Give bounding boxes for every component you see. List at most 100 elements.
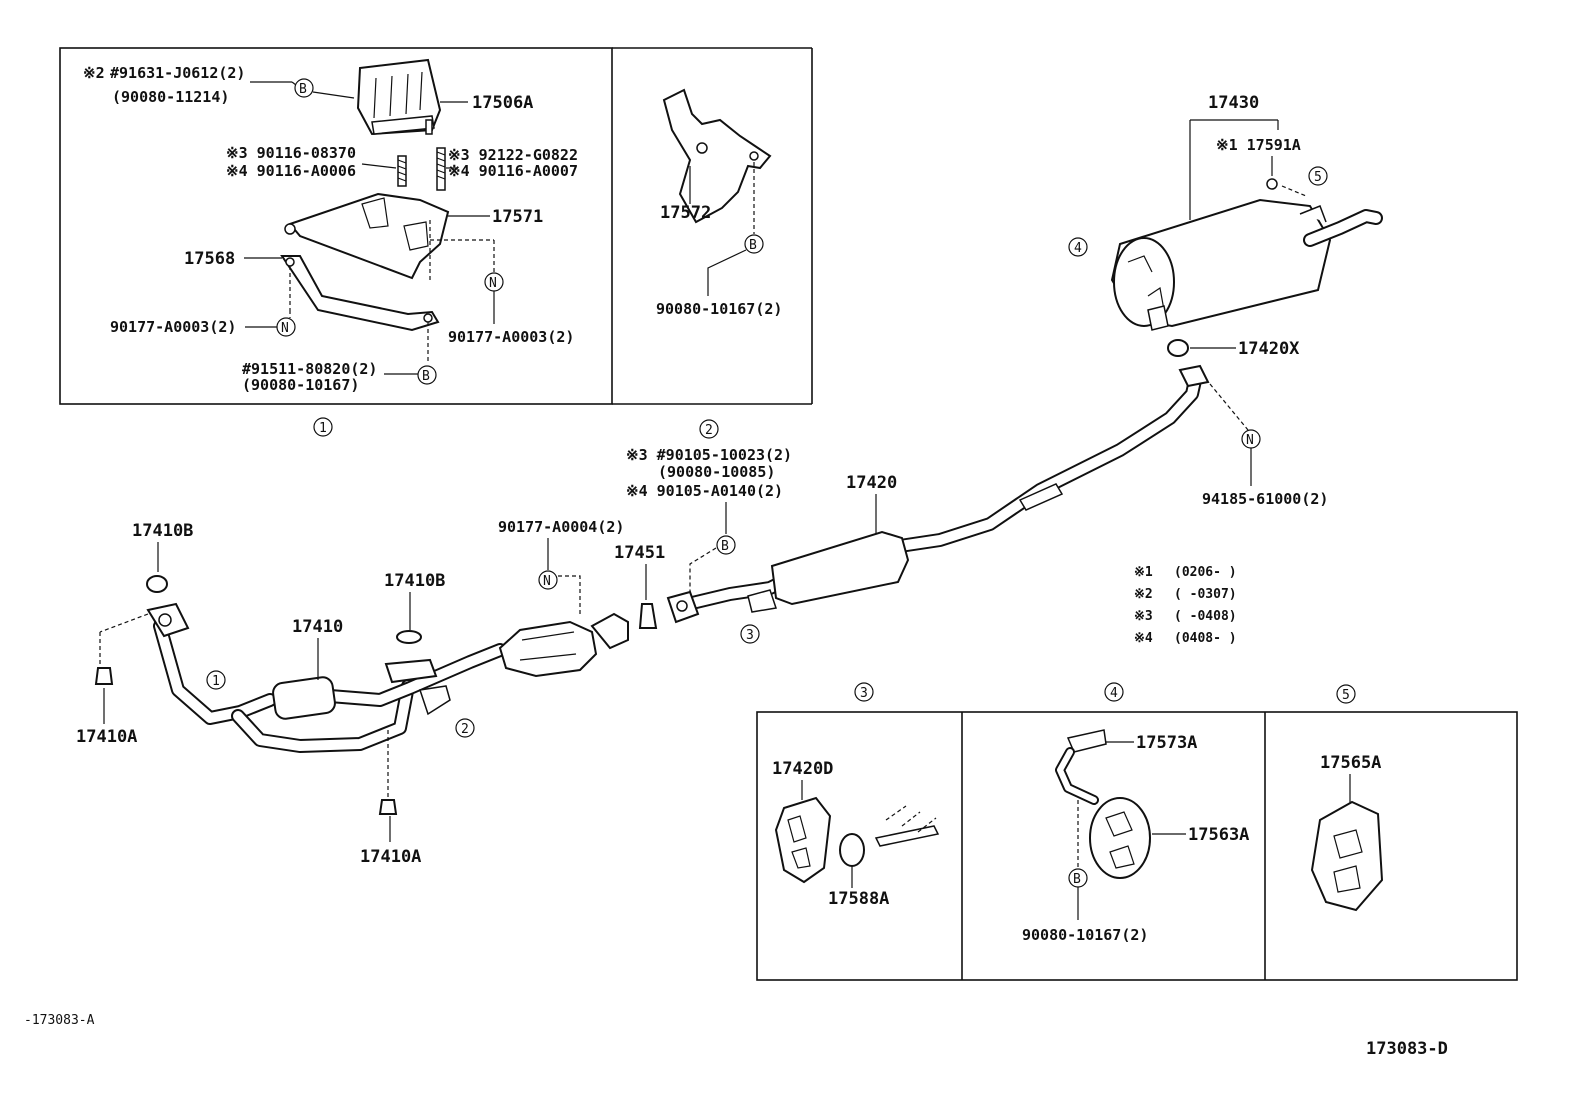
label-17430[interactable]: 17430 (1208, 93, 1259, 113)
marker-b: B (1068, 868, 1088, 888)
label-90080-10085[interactable]: (90080-10085) (658, 463, 775, 481)
label-17506a[interactable]: 17506A (472, 93, 533, 113)
callout-4: 4 (1104, 682, 1124, 702)
label-17573a[interactable]: 17573A (1136, 733, 1197, 753)
marker-n: N (538, 570, 558, 590)
label-90177-a0003-left[interactable]: 90177-A0003(2) (110, 318, 236, 336)
label-90105-10023[interactable]: ※3 #90105-10023(2) (626, 446, 792, 464)
svg-text:4: 4 (1074, 241, 1082, 256)
inset-boxes-3-4-5 (756, 711, 1518, 981)
label-17420d[interactable]: 17420D (772, 759, 833, 779)
svg-text:1: 1 (212, 674, 220, 689)
callout-2: 2 (699, 419, 719, 439)
hanger-rod-box3[interactable] (874, 805, 940, 847)
label-17571[interactable]: 17571 (492, 207, 543, 227)
label-17410a-bottom[interactable]: 17410A (360, 847, 421, 867)
gasket-17410b-mid[interactable] (396, 630, 422, 644)
date-notes: ※1 (0206- ) ※2 ( -0307) ※3 ( -0408) ※4 (… (1134, 565, 1237, 646)
grommet-17591a[interactable] (1266, 178, 1278, 190)
label-17565a[interactable]: 17565A (1320, 753, 1381, 773)
tailpipe-muffler-17430[interactable] (1110, 198, 1383, 331)
label-90177-a0003-right[interactable]: 90177-A0003(2) (448, 328, 574, 346)
svg-text:N: N (543, 574, 551, 589)
svg-text:2: 2 (705, 423, 713, 438)
heat-insulator-17506a[interactable] (356, 58, 442, 136)
stud-bolts[interactable] (397, 119, 446, 191)
label-90080-11214[interactable]: (90080-11214) (112, 88, 229, 106)
label-17410b-mid[interactable]: 17410B (384, 571, 445, 591)
svg-text:B: B (299, 82, 307, 97)
hanger-17420d[interactable] (774, 796, 832, 884)
note-4-range: (0408- ) (1174, 631, 1237, 646)
svg-text:1: 1 (319, 421, 327, 436)
svg-text:N: N (1246, 433, 1254, 448)
label-17410[interactable]: 17410 (292, 617, 343, 637)
svg-text:N: N (489, 276, 497, 291)
svg-text:5: 5 (1342, 688, 1350, 703)
label-90116-a0007[interactable]: ※4 90116-A0007 (448, 162, 578, 180)
note-3-mark: ※3 (1134, 609, 1153, 624)
label-17591a[interactable]: ※1 17591A (1216, 136, 1301, 154)
svg-text:3: 3 (860, 686, 868, 701)
marker-n: N (1241, 429, 1261, 449)
svg-text:5: 5 (1314, 170, 1322, 185)
catalytic-converter[interactable] (498, 612, 629, 678)
callout-3-main: 3 (740, 624, 760, 644)
note-2-mark: ※2 (1134, 587, 1153, 602)
label-17420[interactable]: 17420 (846, 473, 897, 493)
callout-2-main: 2 (455, 718, 475, 738)
bracket-17568[interactable] (280, 255, 440, 332)
svg-text:N: N (281, 321, 289, 336)
note-2-range: ( -0307) (1174, 587, 1237, 602)
svg-text:B: B (721, 539, 729, 554)
hanger-17565a[interactable] (1310, 800, 1384, 912)
label-92122-g0822[interactable]: ※3 92122-G0822 (448, 146, 578, 164)
gasket-17410b-top[interactable] (146, 575, 168, 593)
callout-3: 3 (854, 682, 874, 702)
gasket-17451[interactable] (638, 603, 658, 629)
label-90116-a0006[interactable]: ※4 90116-A0006 (226, 162, 356, 180)
nut-17410a-left[interactable] (94, 667, 114, 685)
note-4-mark: ※4 (1134, 631, 1153, 646)
svg-text:B: B (749, 238, 757, 253)
marker-n: N (276, 317, 296, 337)
label-90080-10167-box1[interactable]: (90080-10167) (242, 376, 359, 394)
label-17410a-left[interactable]: 17410A (76, 727, 137, 747)
marker-b: B (417, 365, 437, 385)
label-17420x[interactable]: 17420X (1238, 339, 1300, 359)
svg-text:B: B (422, 369, 430, 384)
note-1-range: (0206- ) (1174, 565, 1237, 580)
inset-box-2: B 17572 90080-10167(2) 2 (656, 88, 782, 439)
label-90105-a0140[interactable]: ※4 90105-A0140(2) (626, 482, 783, 500)
svg-text:4: 4 (1110, 686, 1118, 701)
gasket-17420x[interactable] (1167, 339, 1189, 357)
center-exhaust-pipe-17420[interactable] (666, 364, 1210, 624)
callout-5-main: 5 (1308, 166, 1328, 186)
hanger-17563a[interactable] (1089, 797, 1151, 879)
callout-1-main: 1 (206, 670, 226, 690)
label-91631-j0612[interactable]: #91631-J0612(2) (110, 64, 245, 82)
label-17451[interactable]: 17451 (614, 543, 665, 563)
label-17563a[interactable]: 17563A (1188, 825, 1249, 845)
front-exhaust-pipe-17410[interactable] (146, 602, 507, 753)
label-90080-10167-box4[interactable]: 90080-10167(2) (1022, 926, 1148, 944)
label-91511-80820[interactable]: #91511-80820(2) (242, 360, 377, 378)
label-94185-61000[interactable]: 94185-61000(2) (1202, 490, 1328, 508)
marker-b: B (294, 78, 314, 98)
label-17588a[interactable]: 17588A (828, 889, 889, 909)
inset-box-1: ※2 #91631-J0612(2) (90080-11214) B 17506… (59, 47, 813, 437)
label-17410b-top[interactable]: 17410B (132, 521, 193, 541)
label-90116-08370[interactable]: ※3 90116-08370 (226, 144, 356, 162)
footer-diagram-code: 173083-D (1366, 1039, 1448, 1059)
marker-n: N (484, 272, 504, 292)
marker-b: B (716, 535, 736, 555)
label-90080-10167-box2[interactable]: 90080-10167(2) (656, 300, 782, 318)
label-17568[interactable]: 17568 (184, 249, 235, 269)
nut-17410a-bottom[interactable] (378, 799, 398, 815)
bracket-17571[interactable] (284, 192, 450, 280)
bracket-17573a[interactable] (1055, 729, 1107, 805)
label-17572[interactable]: 17572 (660, 203, 711, 223)
label-90177-a0004[interactable]: 90177-A0004(2) (498, 518, 624, 536)
bushing-17588a[interactable] (839, 833, 865, 867)
